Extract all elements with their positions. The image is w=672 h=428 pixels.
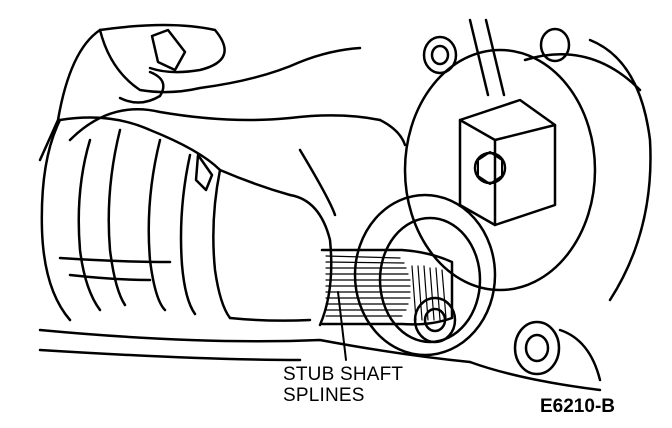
lower-boss bbox=[468, 320, 602, 392]
stub-shaft bbox=[320, 248, 454, 326]
brake-disc bbox=[403, 18, 652, 302]
upper-bracket bbox=[38, 23, 407, 217]
callout-leader bbox=[337, 291, 347, 361]
stub-shaft-splines-callout: STUB SHAFT SPLINES bbox=[283, 364, 403, 406]
figure-id: E6210-B bbox=[540, 396, 615, 417]
seal-rings bbox=[353, 193, 497, 357]
cv-boot bbox=[40, 116, 312, 322]
spline-lines bbox=[325, 255, 411, 317]
callout-line-1: STUB SHAFT bbox=[283, 364, 404, 385]
bolt-block bbox=[458, 98, 557, 227]
thread-lines bbox=[411, 265, 447, 321]
callout-line-2: SPLINES bbox=[283, 385, 365, 406]
